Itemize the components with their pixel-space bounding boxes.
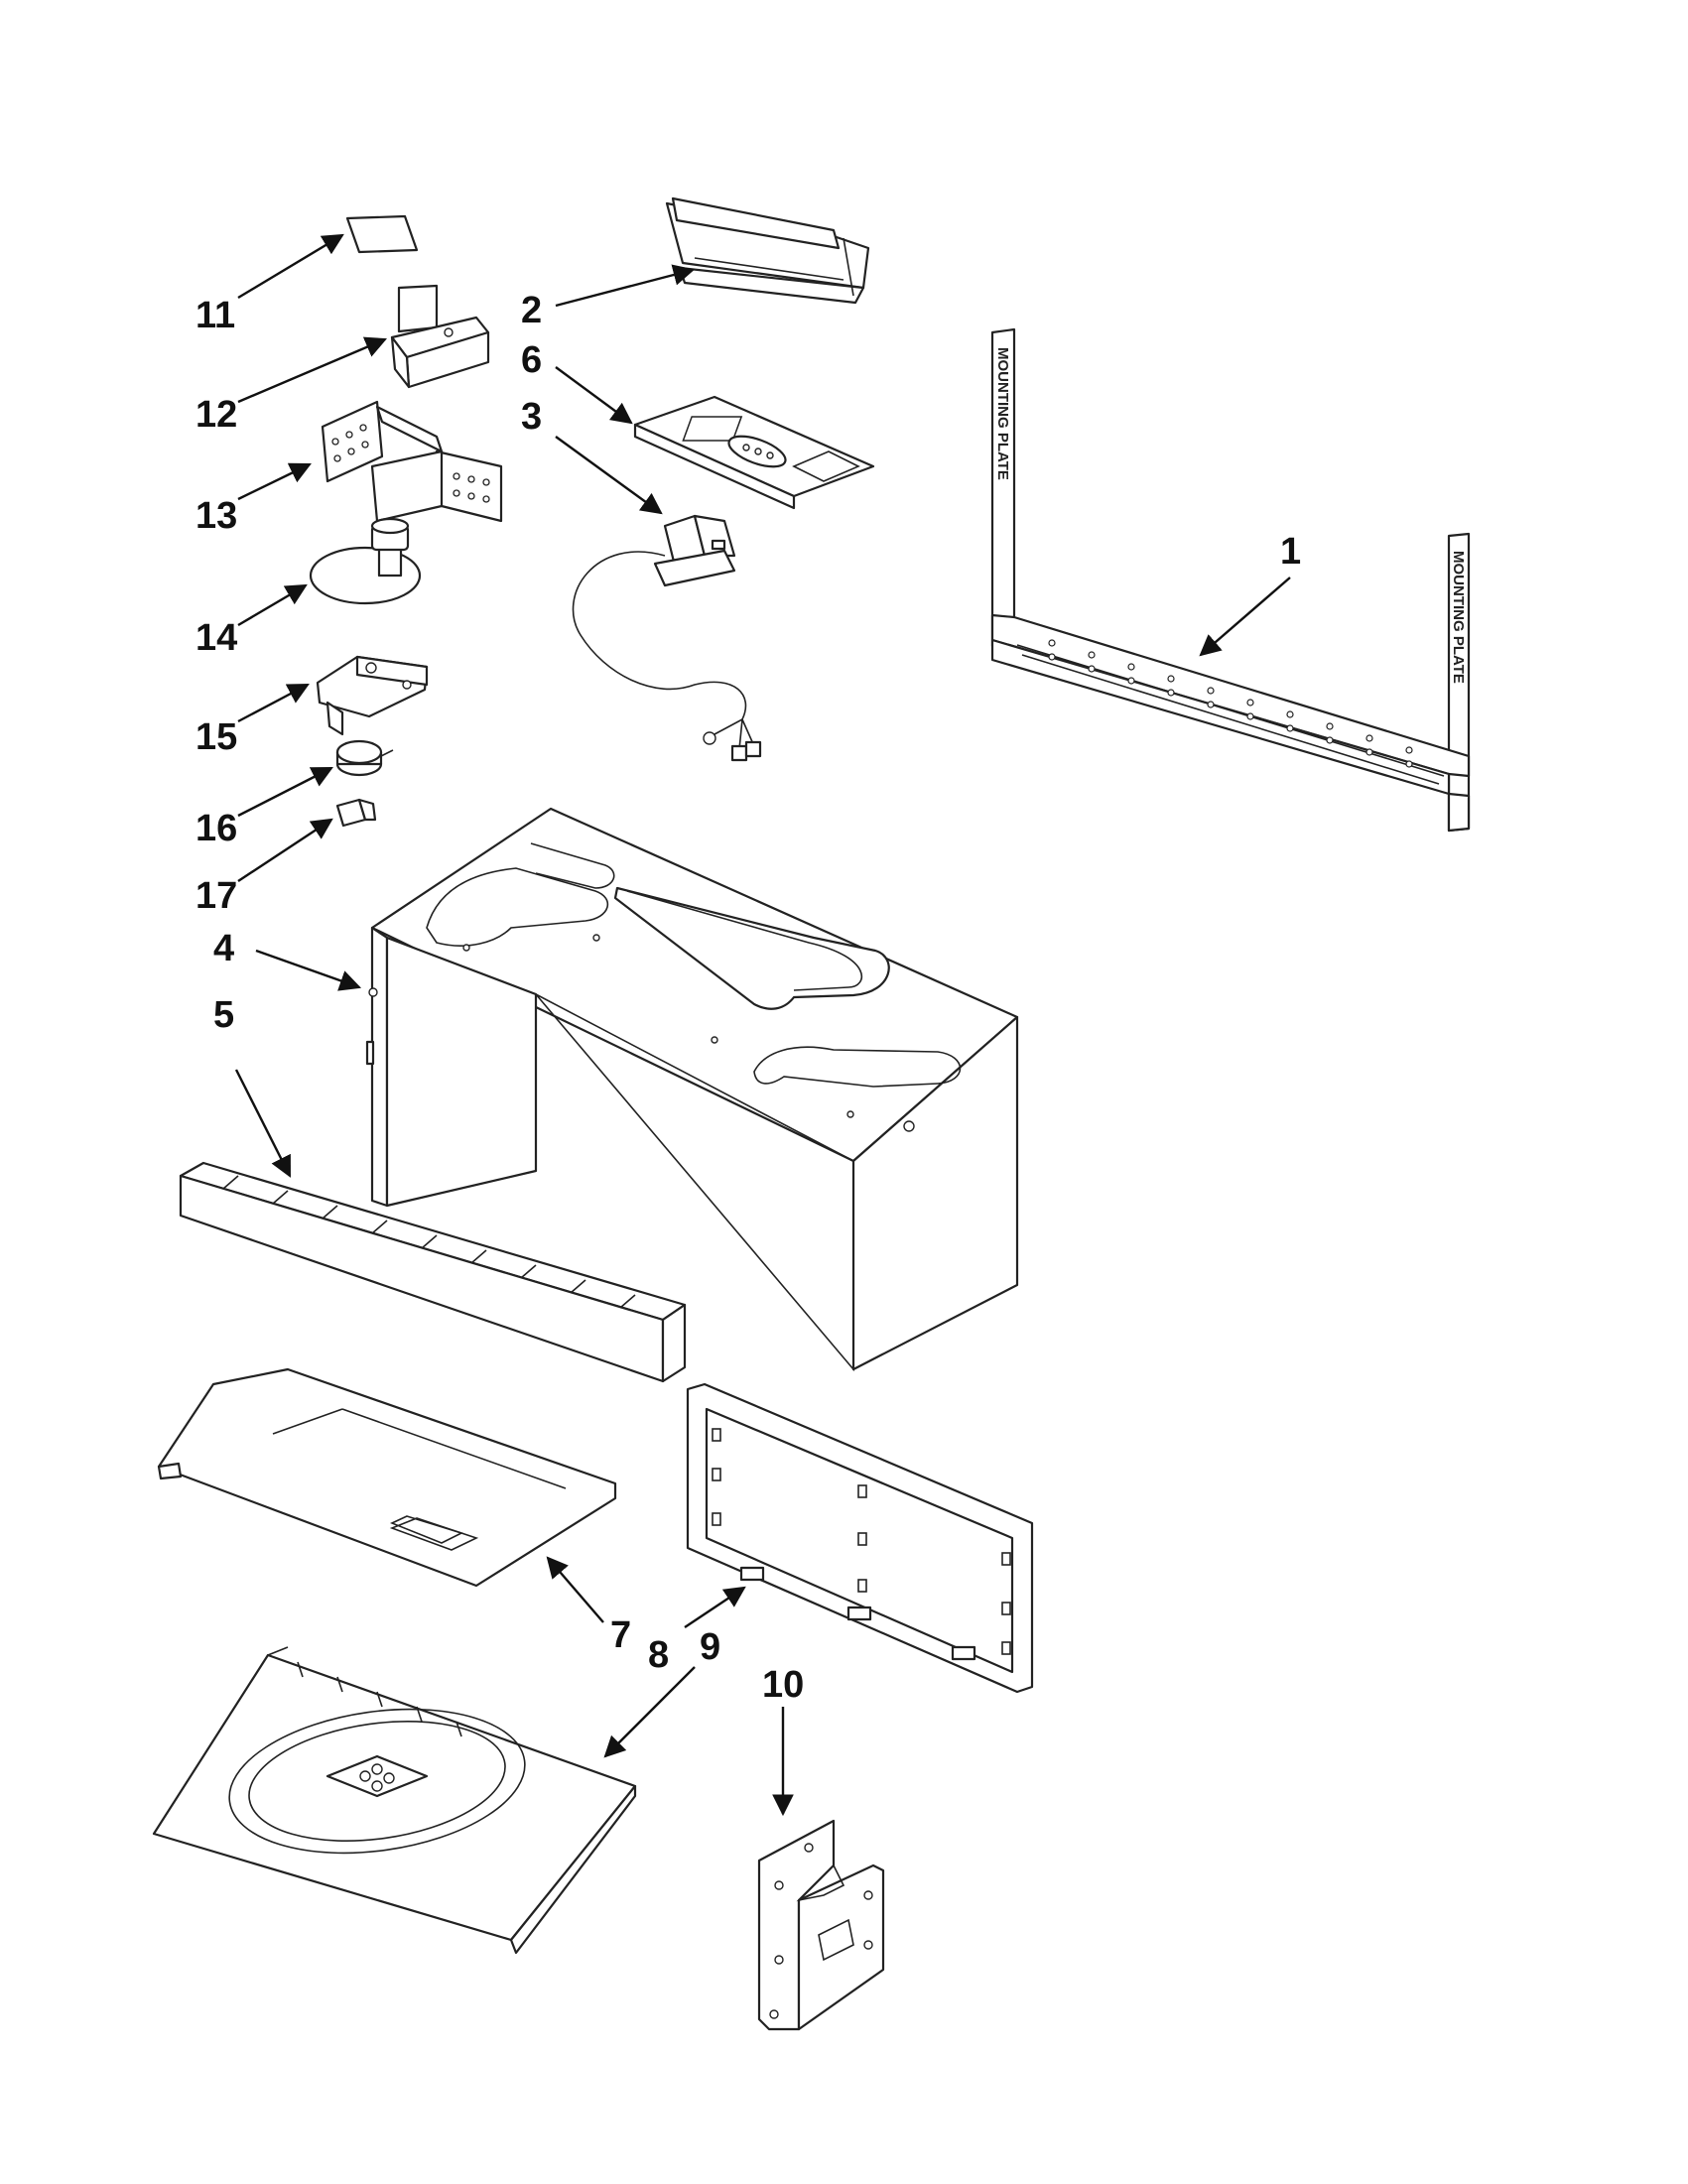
leader-6 [555, 366, 633, 425]
callout-14: 14 [195, 617, 237, 659]
leader-15 [237, 683, 310, 723]
leader-17 [237, 818, 333, 883]
callout-11: 11 [195, 295, 235, 336]
part-12-bracket-box [390, 284, 490, 389]
callout-labels: 11 12 13 14 15 16 17 2 6 3 1 4 5 7 8 9 1… [195, 290, 1301, 1706]
callout-6: 6 [521, 339, 542, 381]
part-15-switch-assembly [316, 655, 429, 736]
part-7-bottom-shield [157, 1367, 617, 1588]
callout-9: 9 [700, 1626, 720, 1668]
callout-4: 4 [213, 928, 234, 969]
leader-13 [237, 462, 312, 501]
leader-8 [684, 1586, 746, 1628]
part-11-label [345, 214, 419, 254]
part-14-turntable-motor [309, 517, 422, 605]
leader-9 [603, 1666, 696, 1758]
leader-3 [555, 436, 663, 515]
callout-15: 15 [195, 716, 237, 758]
part-3-power-cord [572, 514, 762, 762]
part-2-vent-channel [665, 196, 870, 305]
leader-12 [237, 336, 387, 404]
mounting-plate-label-left: MOUNTING PLATE [994, 347, 1011, 480]
leader-16 [237, 766, 333, 818]
part-16-thermal-cutout [335, 739, 394, 777]
callout-13: 13 [195, 495, 237, 537]
callout-17: 17 [195, 875, 237, 917]
leader-11 [237, 233, 344, 300]
part-13-perforated-bracket [321, 400, 503, 523]
part-6-top-plate [633, 395, 875, 510]
leader-5 [234, 1069, 292, 1178]
part-8-frame-panel [686, 1382, 1034, 1694]
callout-1: 1 [1280, 531, 1301, 573]
callout-12: 12 [195, 394, 237, 436]
part-1-mounting-plate: MOUNTING PLATE MOUNTING PLATE [990, 327, 1471, 833]
callout-3: 3 [521, 396, 542, 438]
part-4-cabinet-wrapper [365, 807, 1019, 1372]
callout-7: 7 [610, 1614, 631, 1656]
leader-2 [555, 264, 696, 308]
leader-1 [1199, 577, 1291, 657]
mounting-plate-label-right: MOUNTING PLATE [1450, 551, 1467, 684]
part-17-connector [335, 798, 377, 828]
callout-2: 2 [521, 290, 542, 331]
leader-4 [255, 949, 362, 991]
callout-5: 5 [213, 994, 234, 1036]
callout-16: 16 [195, 808, 237, 849]
leader-14 [237, 583, 308, 627]
leader-arrows [234, 233, 1291, 1817]
leader-7 [546, 1556, 604, 1623]
part-5-vent-grille [179, 1161, 687, 1383]
callout-10: 10 [762, 1664, 804, 1706]
part-9-cavity-floor [152, 1646, 637, 1955]
part-10-side-bracket [757, 1819, 885, 2031]
callout-8: 8 [648, 1634, 669, 1676]
